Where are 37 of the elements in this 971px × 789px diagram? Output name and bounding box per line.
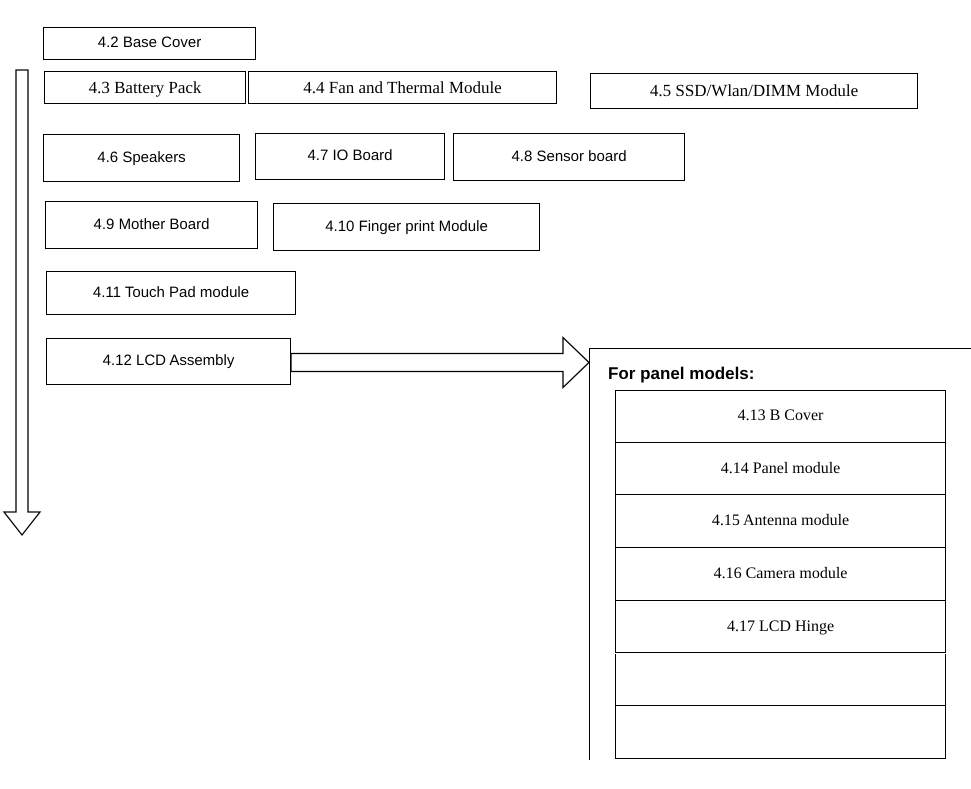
step-box: [45, 201, 258, 249]
step-label: 4.2 Base Cover: [98, 33, 202, 54]
step-label: 4.10 Finger print Module: [325, 216, 488, 237]
step-label: 4.4 Fan and Thermal Module: [303, 76, 502, 99]
step-label: 4.9 Mother Board: [94, 214, 210, 235]
step-label: 4.7 IO Board: [307, 146, 393, 166]
step-box: [46, 338, 291, 385]
empty-box: [615, 654, 946, 706]
step-box: [453, 133, 685, 181]
empty-box: [615, 706, 946, 759]
step-box: [46, 271, 296, 315]
step-label: 4.5 SSD/Wlan/DIMM Module: [650, 80, 858, 102]
step-label: 4.3 Battery Pack: [88, 76, 202, 99]
step-box: [615, 442, 946, 496]
step-box: [43, 27, 256, 60]
step-box: [44, 71, 246, 104]
step-box: [615, 390, 946, 443]
step-label: 4.13 B Cover: [738, 406, 824, 426]
step-box: [615, 600, 946, 654]
block-arrow: [290, 336, 590, 390]
step-box: [248, 71, 557, 104]
step-label: 4.8 Sensor board: [511, 146, 627, 167]
step-label: 4.6 Speakers: [97, 148, 186, 168]
step-label: 4.11 Touch Pad module: [92, 282, 250, 303]
step-box: [615, 495, 946, 548]
step-label: 4.17 LCD Hinge: [726, 616, 834, 637]
panel-heading: For panel models:: [608, 363, 754, 385]
step-label: 4.16 Camera module: [714, 564, 848, 584]
panel-group: [589, 348, 971, 760]
step-box: [615, 548, 946, 601]
step-label: 4.14 Panel module: [720, 458, 840, 479]
step-box: [43, 134, 240, 182]
step-label: 4.15 Antenna module: [712, 511, 850, 532]
step-box: [590, 73, 918, 109]
step-label: 4.12 LCD Assembly: [102, 351, 234, 372]
step-box: [273, 203, 540, 251]
step-box: [255, 133, 445, 180]
